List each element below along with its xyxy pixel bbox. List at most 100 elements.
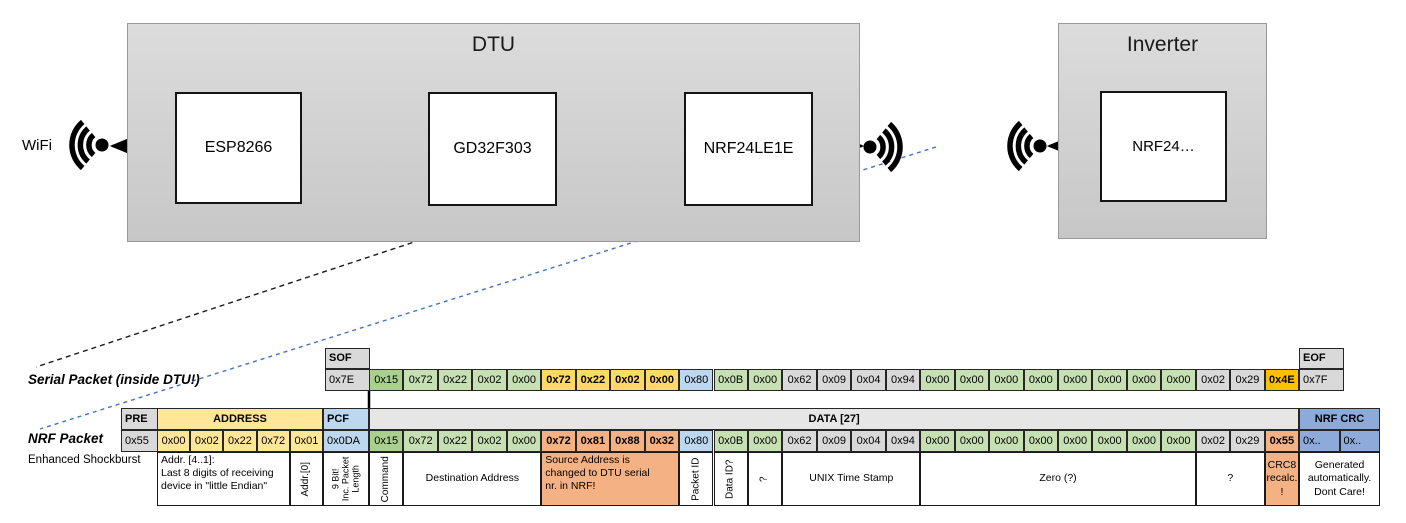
annotation-cell: Source Address is changed to DTU serial … bbox=[541, 452, 680, 506]
serial-byte: 0x00 bbox=[506, 369, 542, 391]
gd32f303-label: GD32F303 bbox=[453, 140, 532, 157]
nrf-byte: 0x72 bbox=[541, 430, 576, 452]
nrf-byte: 0x88 bbox=[610, 430, 645, 452]
nrf-byte: 0x00 bbox=[1058, 430, 1093, 452]
annotation-cell: Zero (?) bbox=[920, 452, 1196, 506]
wifi-signal-icon bbox=[1007, 120, 1047, 172]
wifi-label: WiFi bbox=[22, 137, 52, 154]
wifi-signal-icon bbox=[863, 121, 903, 173]
nrf-byte: 0x02 bbox=[472, 430, 507, 452]
nrf-byte: 0x00 bbox=[1126, 430, 1162, 452]
serial-byte: 0x29 bbox=[1230, 369, 1265, 391]
nrf-byte: 0x04 bbox=[851, 430, 886, 452]
nrf-byte: 0x94 bbox=[885, 430, 921, 452]
nrf-crc-header: NRF CRC bbox=[1299, 408, 1380, 430]
sof-header: SOF bbox=[325, 348, 370, 369]
serial-byte: 0x72 bbox=[403, 369, 438, 391]
serial-byte: 0x02 bbox=[610, 369, 645, 391]
eof-header: EOF bbox=[1299, 348, 1344, 369]
serial-byte: 0x22 bbox=[575, 369, 611, 391]
nrf-byte: 0x02 bbox=[1195, 430, 1231, 452]
serial-byte: 0x62 bbox=[782, 369, 817, 391]
nrf-byte: 0x09 bbox=[816, 430, 852, 452]
inverter-nrf24-label: NRF24… bbox=[1132, 138, 1195, 155]
nrf-byte: 0x80 bbox=[679, 430, 714, 452]
nrf-byte: 0x00 bbox=[506, 430, 542, 452]
serial-byte: 0x00 bbox=[747, 369, 783, 391]
nrf-byte: 0x32 bbox=[644, 430, 680, 452]
nrf-byte: 0x00 bbox=[954, 430, 990, 452]
nrf-byte: 0x00 bbox=[989, 430, 1024, 452]
inverter-nrf24-box: NRF24… bbox=[1100, 91, 1227, 202]
nrf24le1e-box: NRF24LE1E bbox=[684, 92, 813, 206]
serial-byte: 0x72 bbox=[541, 369, 576, 391]
serial-byte: 0x00 bbox=[920, 369, 955, 391]
annotation-cell: Data ID? bbox=[713, 452, 748, 506]
inverter-title: Inverter bbox=[1126, 33, 1199, 56]
nrf-byte: 0x00 bbox=[747, 430, 783, 452]
nrf-byte: 0x72 bbox=[403, 430, 438, 452]
serial-byte: 0x00 bbox=[954, 369, 990, 391]
data-header: DATA [27] bbox=[369, 408, 1300, 430]
nrf-byte: 0x29 bbox=[1230, 430, 1265, 452]
pre-header: PRE bbox=[121, 408, 158, 430]
nrf-packet-label: NRF Packet bbox=[28, 431, 104, 446]
esp8266-box: ESP8266 bbox=[175, 92, 302, 204]
serial-byte: 0x80 bbox=[679, 369, 714, 391]
serial-byte: 0x94 bbox=[885, 369, 921, 391]
nrf-byte: 0x00 bbox=[920, 430, 955, 452]
serial-byte: 0x02 bbox=[472, 369, 507, 391]
nrf-byte: 0x00 bbox=[1092, 430, 1127, 452]
serial-byte: 0x00 bbox=[1161, 369, 1196, 391]
pcf-byte: 0x0DA bbox=[323, 430, 369, 452]
enhanced-shockburst-label: Enhanced Shockburst bbox=[28, 454, 141, 466]
nrf-byte: 0x15 bbox=[369, 430, 404, 452]
address-header: ADDRESS bbox=[157, 408, 323, 430]
address-byte: 0x02 bbox=[190, 430, 224, 452]
nrf-byte: 0x22 bbox=[437, 430, 473, 452]
nrf-crc-byte: 0x.. bbox=[1339, 430, 1380, 452]
nrf-byte: 0x00 bbox=[1161, 430, 1196, 452]
annotation-cell: Command bbox=[369, 452, 404, 506]
serial-byte: 0x22 bbox=[437, 369, 473, 391]
eof-byte: 0x7F bbox=[1299, 369, 1344, 391]
serial-byte: 0x00 bbox=[1126, 369, 1162, 391]
pcf-header: PCF bbox=[323, 408, 369, 430]
serial-byte: 0x15 bbox=[369, 369, 404, 391]
nrf-byte: 0x55 bbox=[1264, 430, 1300, 452]
serial-byte: 0x4E bbox=[1264, 369, 1300, 391]
wifi-signal-icon bbox=[69, 119, 109, 171]
annotation-cell: ? bbox=[1195, 452, 1265, 506]
sof-byte: 0x7E bbox=[325, 369, 370, 391]
annotation-cell: 9 Bit! Inc. Packet Length bbox=[323, 452, 369, 506]
nrf-byte: 0x00 bbox=[1023, 430, 1058, 452]
serial-byte: 0x00 bbox=[644, 369, 680, 391]
serial-byte: 0x00 bbox=[989, 369, 1024, 391]
serial-byte: 0x0B bbox=[713, 369, 748, 391]
pre-byte: 0x55 bbox=[121, 430, 158, 452]
nrf-crc-byte: 0x.. bbox=[1299, 430, 1340, 452]
serial-byte: 0x00 bbox=[1092, 369, 1127, 391]
annotation-cell: ? bbox=[747, 452, 783, 506]
serial-packet-label: Serial Packet (inside DTU!) bbox=[28, 372, 200, 387]
serial-byte: 0x02 bbox=[1195, 369, 1231, 391]
address-byte: 0x22 bbox=[223, 430, 257, 452]
annotation-cell: Addr.[0] bbox=[289, 452, 323, 506]
address-byte: 0x00 bbox=[157, 430, 191, 452]
esp8266-label: ESP8266 bbox=[204, 139, 273, 156]
serial-byte: 0x09 bbox=[816, 369, 852, 391]
annotation-cell: Packet ID bbox=[679, 452, 714, 506]
annotation-cell: Destination Address bbox=[403, 452, 542, 506]
annotation-cell: Addr. [4..1]: Last 8 digits of receiving… bbox=[157, 452, 290, 506]
annotation-cell: CRC8 recalc. ! bbox=[1264, 452, 1300, 506]
dtu-title: DTU bbox=[471, 33, 516, 56]
serial-byte: 0x04 bbox=[851, 369, 886, 391]
annotation-cell: UNIX Time Stamp bbox=[782, 452, 921, 506]
nrf-byte: 0x62 bbox=[782, 430, 817, 452]
address-byte: 0x01 bbox=[289, 430, 323, 452]
nrf24le1e-label: NRF24LE1E bbox=[703, 140, 794, 157]
address-byte: 0x72 bbox=[256, 430, 290, 452]
annotation-cell: Generated automatically. Dont Care! bbox=[1299, 452, 1380, 506]
